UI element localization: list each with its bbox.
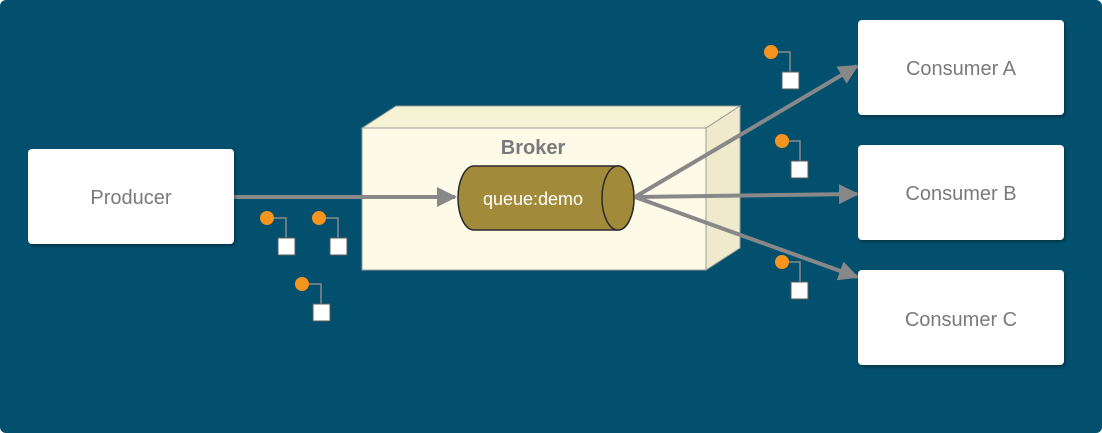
arrow-queue-to-consumer-a xyxy=(633,64,859,199)
message-icon xyxy=(775,255,809,300)
consumer-a-label: Consumer A xyxy=(906,58,1017,80)
producer-box xyxy=(28,149,234,244)
consumer-c-label: Consumer C xyxy=(905,309,1017,331)
arrow-queue-to-consumer-b xyxy=(634,184,859,205)
consumer-c-node: Consumer C xyxy=(858,270,1064,365)
message-icon xyxy=(775,134,809,179)
message-icon xyxy=(312,211,348,256)
queue-end-cap xyxy=(601,165,635,231)
broker-title: Broker xyxy=(501,137,566,159)
message-dot xyxy=(775,134,789,148)
consumer-a-node: Consumer A xyxy=(858,20,1064,115)
message-square xyxy=(790,160,809,179)
broker-side-face xyxy=(705,105,741,271)
queue-label: queue:demo xyxy=(483,189,583,209)
arrow-queue-to-consumer-c xyxy=(634,195,859,281)
message-dot xyxy=(295,277,309,291)
message-square xyxy=(781,71,800,90)
message-dot xyxy=(775,255,789,269)
message-icon xyxy=(764,45,800,90)
message-icon xyxy=(295,277,331,322)
message-dot xyxy=(260,211,274,225)
consumer-a-box xyxy=(858,20,1064,115)
broker-top-face xyxy=(360,105,742,129)
consumer-b-label: Consumer B xyxy=(905,183,1016,205)
message-square xyxy=(277,237,296,256)
queue-cylinder: queue:demo xyxy=(457,165,635,231)
consumer-b-box xyxy=(858,145,1064,240)
producer-label: Producer xyxy=(90,187,171,209)
message-dot xyxy=(312,211,326,225)
message-square xyxy=(790,281,809,300)
message-square xyxy=(329,237,348,256)
message-square xyxy=(312,303,331,322)
consumer-b-node: Consumer B xyxy=(858,145,1064,240)
producer-node: Producer xyxy=(28,149,234,244)
message-dot xyxy=(764,45,778,59)
consumer-c-box xyxy=(858,270,1064,365)
message-icon xyxy=(260,211,296,256)
